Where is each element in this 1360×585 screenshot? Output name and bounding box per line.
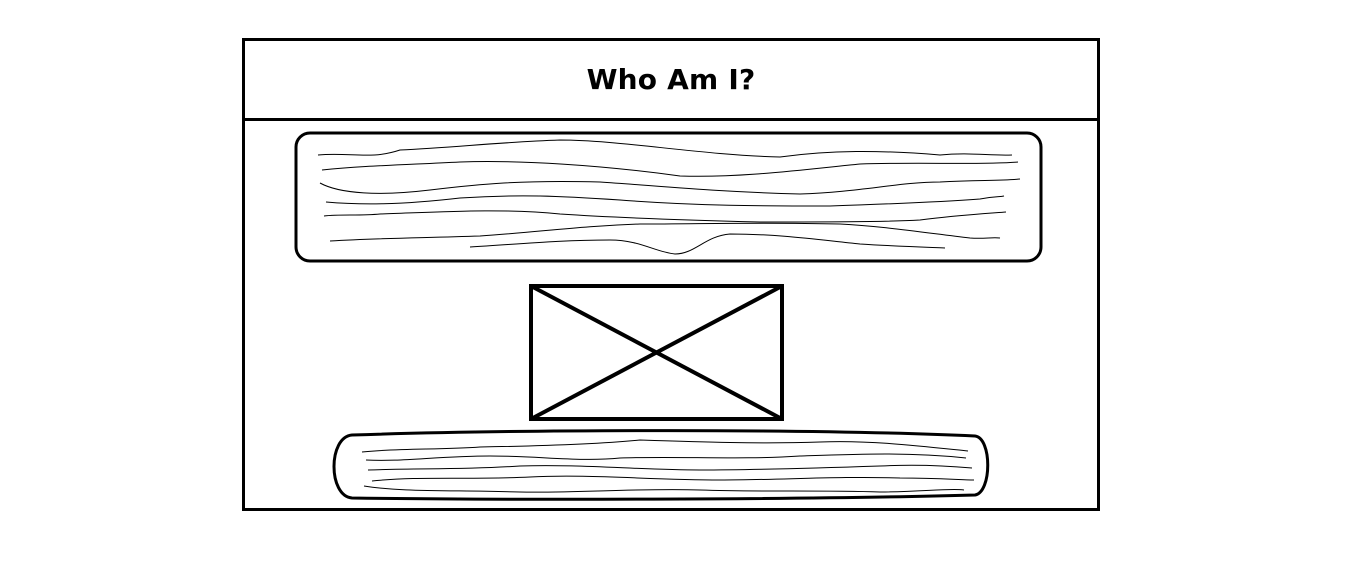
- page-header: Who Am I?: [245, 41, 1097, 121]
- page-title: Who Am I?: [586, 62, 756, 96]
- page-frame: Who Am I?: [242, 38, 1100, 511]
